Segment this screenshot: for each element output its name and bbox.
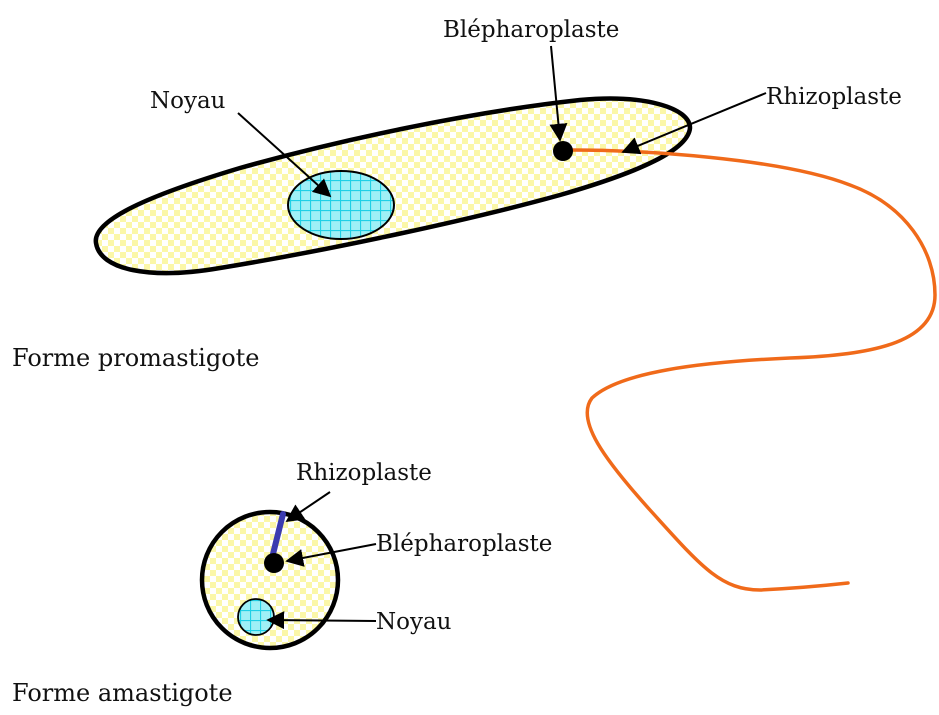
- label-noyau-amastigote: Noyau: [376, 609, 452, 635]
- amastigote-form: Rhizoplaste Blépharoplaste Noyau Forme a…: [12, 460, 552, 707]
- label-blepharoplaste-promastigote: Blépharoplaste: [443, 17, 619, 43]
- label-blepharoplaste-amastigote: Blépharoplaste: [376, 531, 552, 557]
- amastigote-blepharoplaste: [264, 553, 284, 573]
- promastigote-form: Noyau Blépharoplaste Rhizoplaste Forme p…: [12, 17, 935, 590]
- promastigote-nucleus: [288, 171, 394, 239]
- amastigote-nucleus: [238, 599, 274, 635]
- caption-promastigote: Forme promastigote: [12, 344, 260, 372]
- promastigote-cell-body: [96, 99, 690, 273]
- promastigote-flagellum: [570, 150, 935, 590]
- label-rhizoplaste-amastigote: Rhizoplaste: [296, 460, 432, 486]
- label-rhizoplaste-promastigote: Rhizoplaste: [766, 84, 902, 110]
- arrow-noyau-amastigote: [268, 620, 376, 621]
- caption-amastigote: Forme amastigote: [12, 679, 233, 707]
- promastigote-blepharoplaste: [553, 141, 573, 161]
- label-noyau-promastigote: Noyau: [150, 88, 226, 114]
- arrow-rhizoplaste-amastigote: [287, 492, 330, 521]
